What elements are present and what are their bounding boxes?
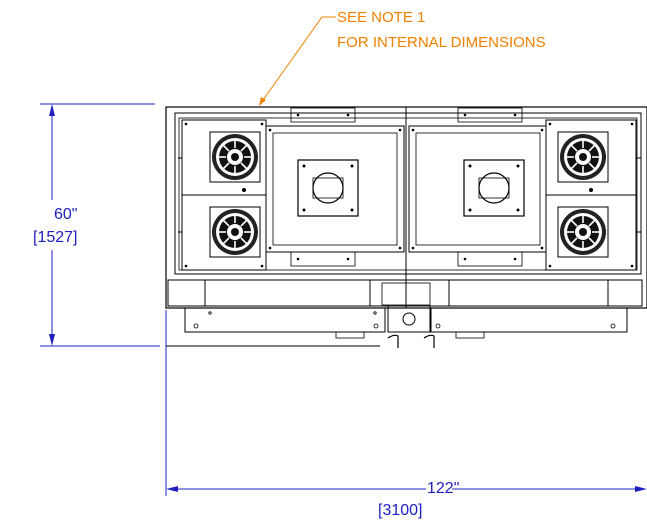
width-dimension-line	[165, 310, 647, 496]
panel-bolts	[184, 113, 634, 268]
note-leader-line	[259, 16, 336, 106]
condenser-fan-icon	[557, 131, 609, 183]
left-access-panel	[297, 159, 359, 217]
height-imperial-label: 60"	[54, 206, 78, 223]
height-dimension-line	[40, 103, 160, 347]
height-metric-label: [1527]	[33, 229, 78, 246]
note-line-2: FOR INTERNAL DIMENSIONS	[337, 34, 546, 51]
rail-bolts	[193, 311, 616, 329]
unit-outline	[165, 106, 647, 309]
note-line-1: SEE NOTE 1	[337, 9, 426, 26]
condenser-fan-icon	[209, 206, 261, 258]
width-metric-label: [3100]	[378, 502, 423, 519]
base-rail	[167, 279, 643, 348]
left-module	[178, 107, 405, 271]
width-imperial-label: 122"	[427, 480, 460, 497]
condenser-fan-icon	[557, 206, 609, 258]
condenser-fan-icon	[209, 131, 261, 183]
right-access-panel	[463, 159, 525, 217]
right-module	[408, 107, 641, 271]
